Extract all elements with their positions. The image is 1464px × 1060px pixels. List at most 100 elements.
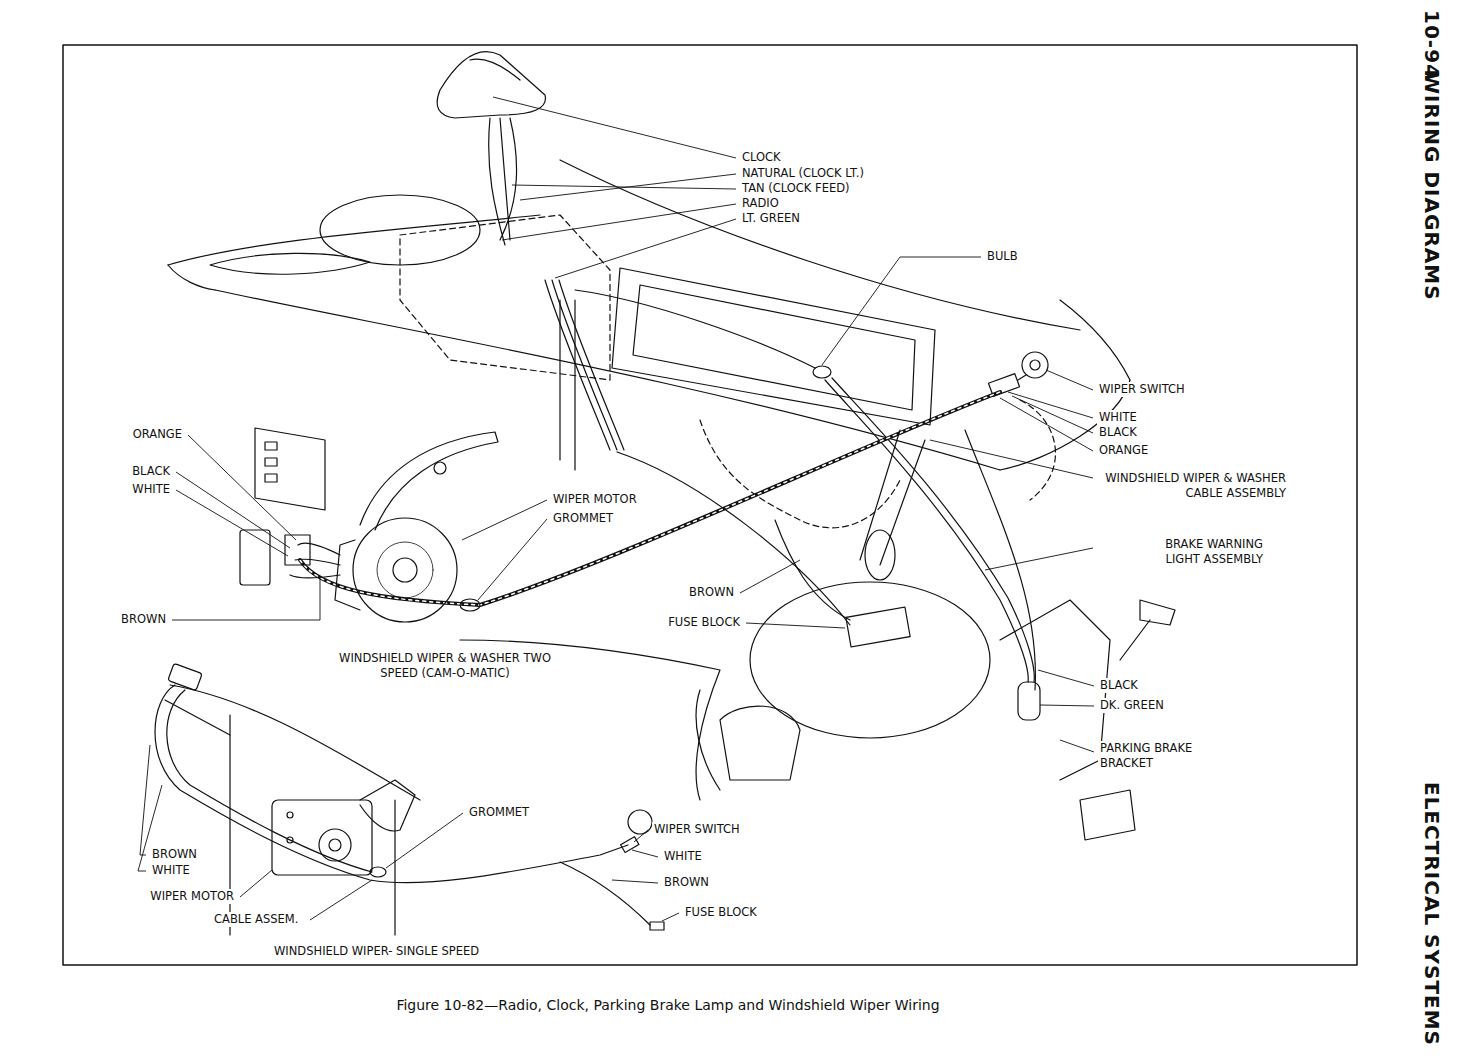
wire	[1018, 375, 1026, 380]
mount-strap	[360, 432, 498, 530]
part-label: WINDSHIELD WIPER & WASHER CABLE ASSEMBLY	[1094, 471, 1288, 501]
leader-lines	[176, 490, 288, 556]
cable-assembly	[300, 392, 1000, 605]
wire-label: BROWN	[662, 875, 711, 890]
switch-panel	[265, 458, 277, 466]
heater-outlet	[696, 690, 720, 790]
connector	[621, 837, 639, 853]
leader-lines	[1040, 705, 1094, 706]
part-label: CABLE ASSEM.	[212, 912, 300, 927]
wire-label: WHITE	[1097, 410, 1139, 425]
fuse-block	[650, 922, 664, 930]
leader-lines	[740, 560, 800, 593]
pedal	[1080, 790, 1135, 840]
wiper-motor	[287, 812, 293, 818]
wiper-motor	[393, 558, 417, 582]
cable-assembly	[300, 392, 1000, 605]
part-label: FUSE BLOCK	[683, 905, 759, 920]
leader-lines	[1008, 392, 1093, 418]
wire	[155, 685, 628, 883]
figure-caption: Figure 10-82—Radio, Clock, Parking Brake…	[394, 996, 941, 1014]
leader-lines	[930, 440, 1093, 478]
brake-lamp-wire	[825, 380, 1028, 682]
bolt	[434, 462, 446, 474]
mount-strap	[360, 780, 415, 831]
leader-lines	[1038, 670, 1094, 686]
connector	[285, 535, 310, 565]
wire-label: ORANGE	[131, 427, 184, 442]
leader-lines	[632, 850, 658, 857]
steering-column	[860, 430, 925, 565]
part-label: BRAKE WARNING LIGHT ASSEMBLY	[1129, 537, 1265, 567]
leader-lines	[1060, 740, 1094, 752]
leader-lines	[310, 880, 372, 920]
brown-wire	[775, 520, 850, 620]
parking-brake-bracket	[1000, 600, 1110, 780]
bracket	[230, 715, 395, 935]
leader-lines	[555, 219, 736, 278]
part-label: WIPER MOTOR	[148, 889, 236, 904]
part-label: WIPER SWITCH	[652, 822, 742, 837]
glove-box	[633, 285, 915, 410]
wire-label: TAN (CLOCK FEED)	[740, 181, 852, 196]
wire	[290, 543, 340, 578]
view-title: WINDSHIELD WIPER & WASHER TWO SPEED (CAM…	[336, 651, 555, 681]
connector	[1120, 600, 1175, 660]
leader-lines	[1046, 370, 1093, 390]
brake-warning-switch	[1018, 682, 1040, 720]
leader-lines	[502, 204, 736, 240]
wire	[167, 690, 372, 872]
wiper-motor	[353, 518, 457, 622]
wire-label: BROWN	[150, 847, 199, 862]
bulb	[813, 366, 831, 378]
wiper-motor	[377, 542, 433, 598]
heater-outlet	[720, 706, 800, 780]
switch-panel	[265, 442, 277, 450]
part-label: CLOCK	[740, 150, 783, 165]
wiper-switch	[1030, 360, 1040, 370]
connector	[240, 530, 270, 585]
leader-lines	[138, 97, 1094, 921]
leader-lines	[612, 880, 658, 883]
section-heading: WIRING DIAGRAMS	[1420, 70, 1444, 303]
wire-harness	[545, 280, 624, 450]
hidden-part	[1020, 400, 1055, 500]
part-label: GROMMET	[551, 511, 615, 526]
dash-outline	[165, 685, 420, 800]
wire-label: BROWN	[687, 585, 736, 600]
leader-lines	[386, 813, 463, 868]
wiper-switch	[628, 810, 652, 834]
wire-label: WHITE	[130, 482, 172, 497]
leader-lines	[985, 548, 1093, 570]
wire-label: LT. GREEN	[740, 211, 802, 226]
wire-label: BROWN	[119, 612, 168, 627]
wire-label: BLACK	[130, 464, 172, 479]
illustration	[63, 45, 1357, 965]
wiper-motor	[329, 839, 341, 851]
part-label: WIPER MOTOR	[551, 492, 639, 507]
dash-outline	[1060, 300, 1130, 380]
part-label: GROMMET	[467, 805, 531, 820]
leader-lines	[188, 435, 296, 540]
view-title: WINDSHIELD WIPER- SINGLE SPEED	[272, 944, 481, 959]
fuse-block	[846, 607, 910, 647]
brown-wire	[560, 862, 650, 925]
brake-lamp-wire	[965, 430, 1035, 690]
clock-wire	[489, 118, 517, 245]
frame	[63, 45, 1357, 965]
leader-lines	[240, 870, 272, 897]
grommet	[460, 599, 480, 611]
leader-lines	[172, 578, 320, 620]
leader-lines	[478, 519, 547, 600]
wire-label: NATURAL (CLOCK LT.)	[740, 166, 866, 181]
bulb-wire	[575, 290, 815, 368]
page-number: 10-94	[1420, 8, 1444, 81]
part-label: FUSE BLOCK	[666, 615, 742, 630]
leader-lines	[176, 472, 290, 548]
leader-lines	[140, 745, 150, 855]
wire-label: BLACK	[1097, 425, 1139, 440]
clock-housing	[437, 52, 545, 118]
leader-lines	[822, 257, 981, 365]
leader-lines	[746, 623, 845, 628]
